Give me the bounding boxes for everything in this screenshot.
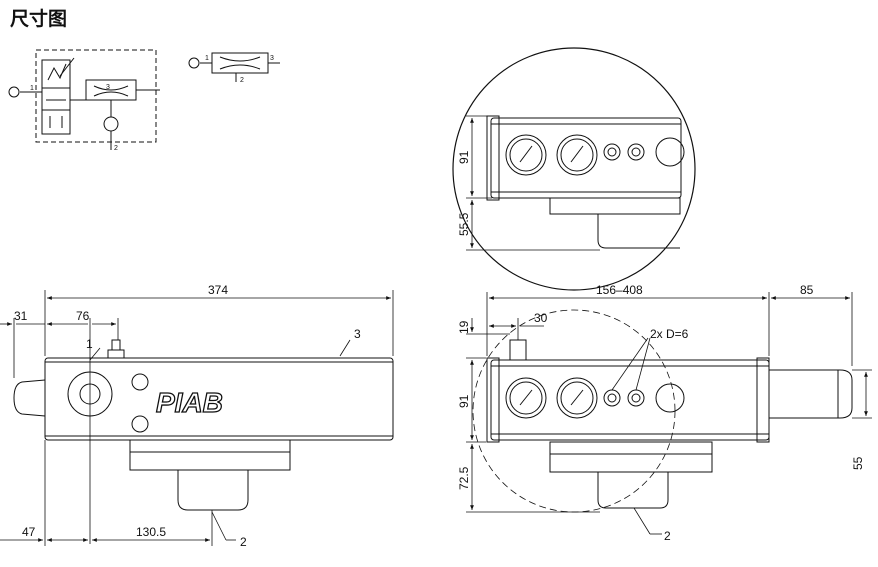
front-view: PIAB 374 31 76 47 130.5 1 3	[0, 283, 394, 549]
schematic-left-port-1: 1	[30, 85, 34, 92]
front-label-3: 3	[354, 327, 361, 341]
detail-dim-91: 91	[457, 150, 471, 164]
top-dim-19: 19	[457, 320, 471, 334]
top-dim-91: 91	[457, 394, 471, 408]
schematic-right-port-2: 2	[240, 77, 244, 84]
top-dim-55: 55	[851, 456, 865, 470]
piab-logo: PIAB	[156, 387, 223, 418]
schematic-right	[188, 52, 280, 82]
top-label-2: 2	[664, 529, 671, 543]
schematic-right-port-1: 1	[205, 55, 209, 62]
detail-dim-55-5: 55.5	[457, 212, 471, 236]
front-label-2: 2	[240, 535, 247, 549]
top-dim-85: 85	[800, 283, 814, 297]
schematic-left-port-2: 2	[114, 145, 118, 152]
top-holes-label: 2x D=6	[650, 327, 689, 341]
detail-view: 91 55.5	[452, 47, 696, 291]
schematic-left	[8, 49, 160, 150]
top-dim-30: 30	[534, 311, 548, 325]
schematic-left-port-3: 3	[106, 84, 110, 91]
front-dim-374: 374	[208, 283, 228, 297]
schematic-right-port-3: 3	[270, 55, 274, 62]
front-dim-47: 47	[22, 525, 36, 539]
front-dim-31: 31	[14, 309, 28, 323]
top-view: 156–408 85 30 19 91 72.5 55 2x D=6 2	[457, 283, 872, 543]
top-dim-72-5: 72.5	[457, 466, 471, 490]
front-dim-76: 76	[76, 309, 90, 323]
page-title: 尺寸图	[10, 8, 68, 30]
front-label-1: 1	[86, 337, 93, 351]
front-dim-130-5: 130.5	[136, 525, 166, 539]
top-dim-156-408: 156–408	[596, 283, 643, 297]
